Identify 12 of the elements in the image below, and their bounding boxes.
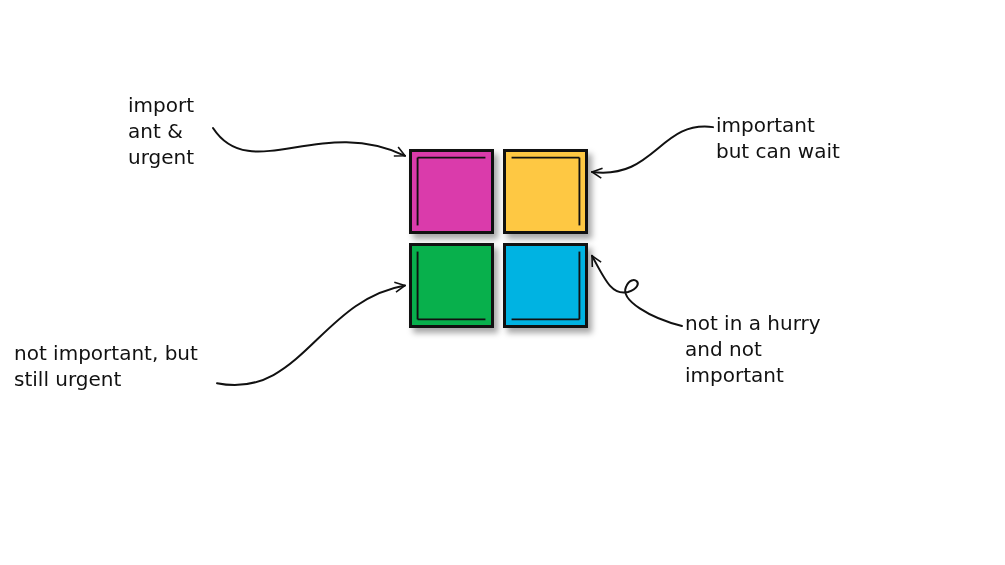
colored-square <box>503 243 588 328</box>
colored-square <box>409 149 494 234</box>
curved-arrow <box>212 127 406 158</box>
curved-arrow <box>591 125 714 179</box>
curved-arrow <box>216 282 406 387</box>
handwritten-note: not important, but still urgent <box>14 340 214 394</box>
curved-arrow <box>591 254 683 327</box>
handwritten-note: important but can wait <box>716 112 851 166</box>
handwritten-note: import ant & urgent <box>128 92 210 172</box>
colored-square <box>409 243 494 328</box>
handwritten-note: not in a hurry and not important <box>685 310 835 390</box>
colored-square <box>503 149 588 234</box>
